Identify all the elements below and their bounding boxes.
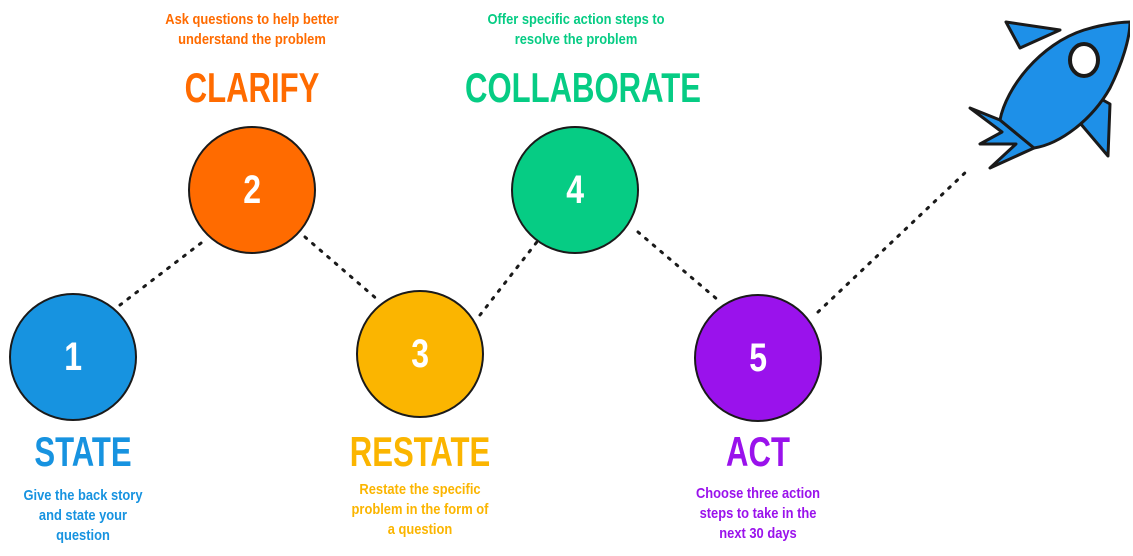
step-1-description: Give the back story and state your quest… — [23, 487, 143, 544]
step-2-description: Ask questions to help better understand … — [165, 11, 339, 48]
connector-3-4 — [478, 236, 542, 317]
step-3-description: Restate the specific problem in the form… — [351, 481, 489, 538]
step-2-circle: 2 — [188, 126, 316, 254]
step-2-number: 2 — [243, 167, 261, 212]
step-5-number: 5 — [749, 335, 767, 380]
step-4-description: Offer specific action steps to resolve t… — [487, 11, 665, 48]
step-4-title: COLLABORATE — [465, 64, 701, 111]
connector-5-rocket — [816, 168, 970, 314]
step-3-title: RESTATE — [349, 428, 491, 475]
step-1-number: 1 — [64, 334, 82, 379]
connector-1-2 — [118, 238, 207, 307]
step-2-title: CLARIFY — [184, 64, 320, 111]
connector-4-5 — [636, 230, 720, 302]
step-3-circle: 3 — [356, 290, 484, 418]
step-1-title: STATE — [34, 428, 132, 475]
step-4-number: 4 — [566, 167, 584, 212]
step-5-circle: 5 — [694, 294, 822, 422]
rocket-icon — [968, 20, 1130, 170]
step-5-title: ACT — [726, 428, 790, 475]
connector-2-3 — [303, 235, 380, 302]
step-5-description: Choose three action steps to take in the… — [695, 485, 821, 542]
step-3-number: 3 — [411, 331, 429, 376]
step-1-circle: 1 — [9, 293, 137, 421]
step-4-circle: 4 — [511, 126, 639, 254]
